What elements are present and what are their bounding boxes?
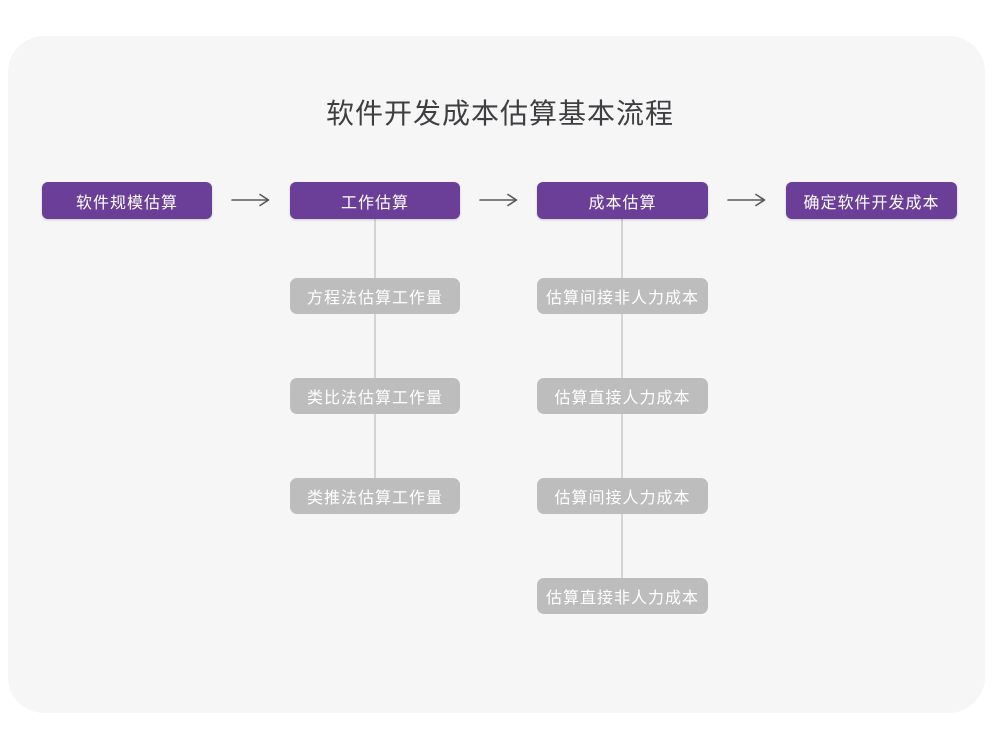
card-background [8,36,985,713]
connector-line-work-estimation [374,219,376,478]
stage-cost-estimation: 成本估算 [537,182,708,219]
arrow-right-icon [479,193,518,207]
substep-direct-labor-cost: 估算直接人力成本 [537,378,708,414]
arrow-right-icon [727,193,766,207]
arrow-right-icon [231,193,270,207]
substep-equation-method-workload: 方程法估算工作量 [290,278,460,314]
stage-determine-software-dev-cost: 确定软件开发成本 [786,182,957,219]
substep-indirect-non-labor-cost: 估算间接非人力成本 [537,278,708,314]
substep-indirect-labor-cost: 估算间接人力成本 [537,478,708,514]
substep-analogy-method-workload: 类比法估算工作量 [290,378,460,414]
stage-work-estimation: 工作估算 [290,182,460,219]
substep-direct-non-labor-cost: 估算直接非人力成本 [537,578,708,614]
stage-software-scale-estimation: 软件规模估算 [42,182,212,219]
page-title: 软件开发成本估算基本流程 [325,98,674,129]
substep-extrapolation-method-workload: 类推法估算工作量 [290,478,460,514]
